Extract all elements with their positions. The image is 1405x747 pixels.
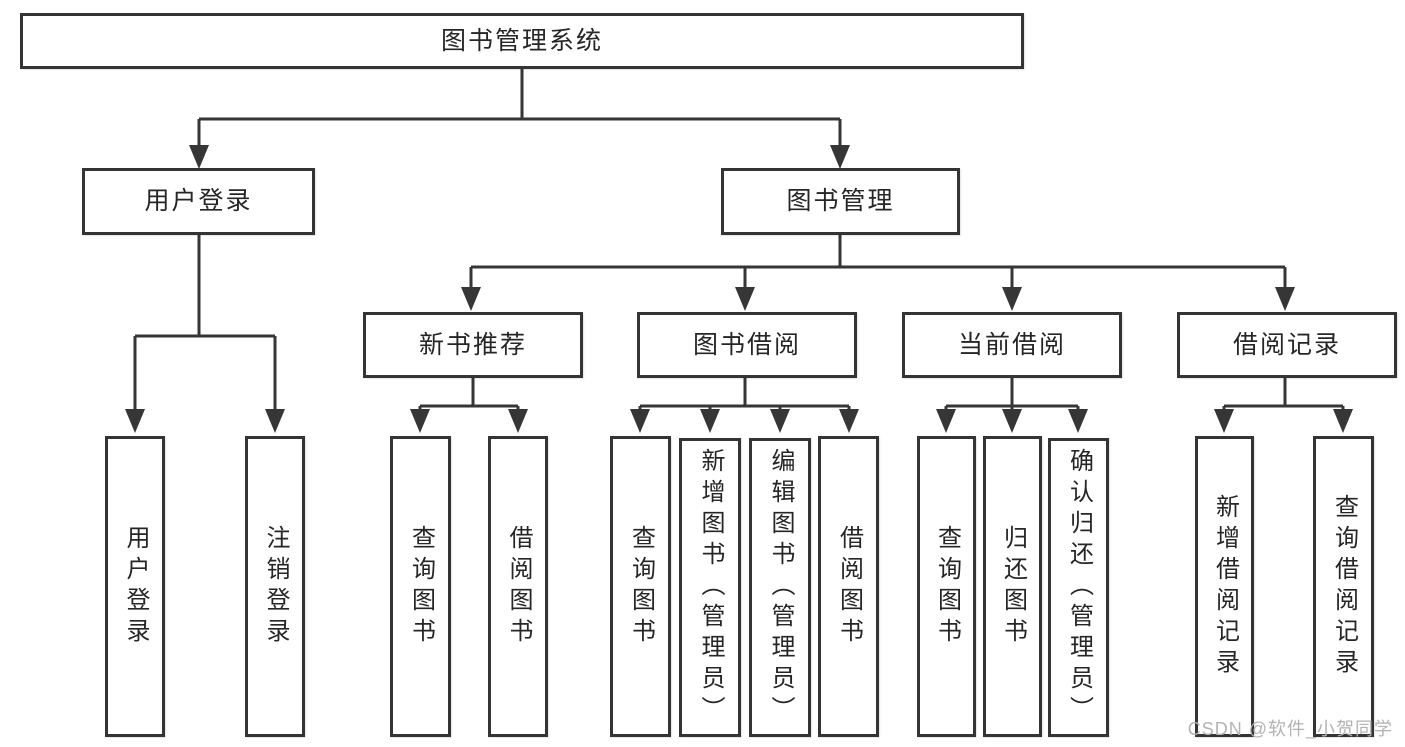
- node-label: 新增借阅记录: [1211, 493, 1239, 680]
- node-leaf-query-books-recommend: 查询图书: [390, 436, 451, 737]
- edge-userlogin-to-leaves: [133, 235, 277, 410]
- node-label: 归还图书: [999, 524, 1027, 649]
- node-new-book-recommendation: 新书推荐: [363, 312, 583, 378]
- arrowhead-icon: [265, 409, 285, 433]
- arrowhead-icon: [700, 409, 720, 433]
- node-book-borrowing: 图书借阅: [637, 312, 857, 378]
- arrowhead-icon: [1214, 409, 1234, 433]
- arrowhead-icon: [1002, 409, 1022, 433]
- arrowhead-icon: [189, 145, 209, 169]
- arrowhead-icon: [1333, 409, 1353, 433]
- node-label: 新增图书（管理员）: [697, 448, 724, 727]
- node-leaf-add-borrow-record: 新增借阅记录: [1195, 436, 1254, 737]
- node-leaf-add-books-admin: 新增图书（管理员）: [679, 438, 741, 737]
- arrowhead-icon: [461, 287, 481, 311]
- node-label: 当前借阅: [957, 330, 1066, 359]
- edge-root-to-level2: [197, 69, 842, 146]
- node-leaf-edit-books-admin: 编辑图书（管理员）: [749, 438, 811, 737]
- node-leaf-query-borrow-record: 查询借阅记录: [1313, 436, 1374, 737]
- node-user-login: 用户登录: [82, 168, 315, 235]
- node-leaf-confirm-return-admin: 确认归还（管理员）: [1048, 438, 1109, 737]
- edge-bookborrow-split: [638, 378, 851, 411]
- node-label: 图书管理: [786, 187, 895, 215]
- arrowhead-icon: [508, 409, 528, 433]
- arrowhead-icon: [830, 145, 850, 169]
- node-label: 新书推荐: [418, 330, 527, 359]
- arrowhead-icon: [735, 287, 755, 311]
- arrowhead-icon: [630, 409, 650, 433]
- node-label: 借阅图书: [835, 524, 863, 649]
- node-label: 查询图书: [627, 524, 655, 649]
- node-label: 用户登录: [122, 524, 149, 649]
- node-label: 确认归还（管理员）: [1065, 448, 1093, 727]
- edge-newbook-split: [418, 378, 520, 411]
- node-label: 编辑图书（管理员）: [767, 448, 794, 727]
- node-leaf-return-books: 归还图书: [983, 436, 1042, 737]
- edge-bookmgmt-to-level3: [469, 235, 1287, 289]
- arrowhead-icon: [1275, 287, 1295, 311]
- node-leaf-user-login: 用户登录: [105, 436, 165, 737]
- node-label: 借阅记录: [1232, 330, 1341, 359]
- node-root-system: 图书管理系统: [20, 13, 1024, 69]
- node-label: 注销登录: [262, 524, 289, 649]
- node-borrowing-records: 借阅记录: [1177, 312, 1397, 378]
- node-leaf-borrow-books-borrow: 借阅图书: [818, 436, 879, 737]
- arrowhead-icon: [770, 409, 790, 433]
- node-leaf-query-books-borrow: 查询图书: [610, 436, 671, 737]
- edge-currentborrow-split: [944, 378, 1080, 411]
- edge-records-split: [1222, 378, 1345, 411]
- arrowhead-icon: [1002, 287, 1022, 311]
- node-current-borrowing: 当前借阅: [902, 312, 1122, 378]
- node-label: 用户登录: [144, 187, 253, 215]
- node-book-management: 图书管理: [721, 168, 960, 235]
- node-leaf-query-books-current: 查询图书: [917, 436, 976, 737]
- arrowhead-icon: [1068, 409, 1088, 433]
- node-label: 借阅图书: [505, 524, 532, 649]
- node-label: 查询图书: [933, 524, 961, 649]
- node-label: 图书管理系统: [440, 26, 603, 55]
- arrowhead-icon: [839, 409, 859, 433]
- node-label: 图书借阅: [692, 330, 801, 359]
- node-leaf-borrow-books-recommend: 借阅图书: [488, 436, 548, 737]
- node-leaf-logout: 注销登录: [245, 436, 305, 737]
- watermark: CSDN @软件_小贺同学: [1187, 719, 1393, 739]
- arrowhead-icon: [936, 409, 956, 433]
- node-label: 查询借阅记录: [1330, 493, 1358, 680]
- node-label: 查询图书: [407, 524, 435, 649]
- arrowhead-icon: [410, 409, 430, 433]
- arrowhead-icon: [125, 409, 145, 433]
